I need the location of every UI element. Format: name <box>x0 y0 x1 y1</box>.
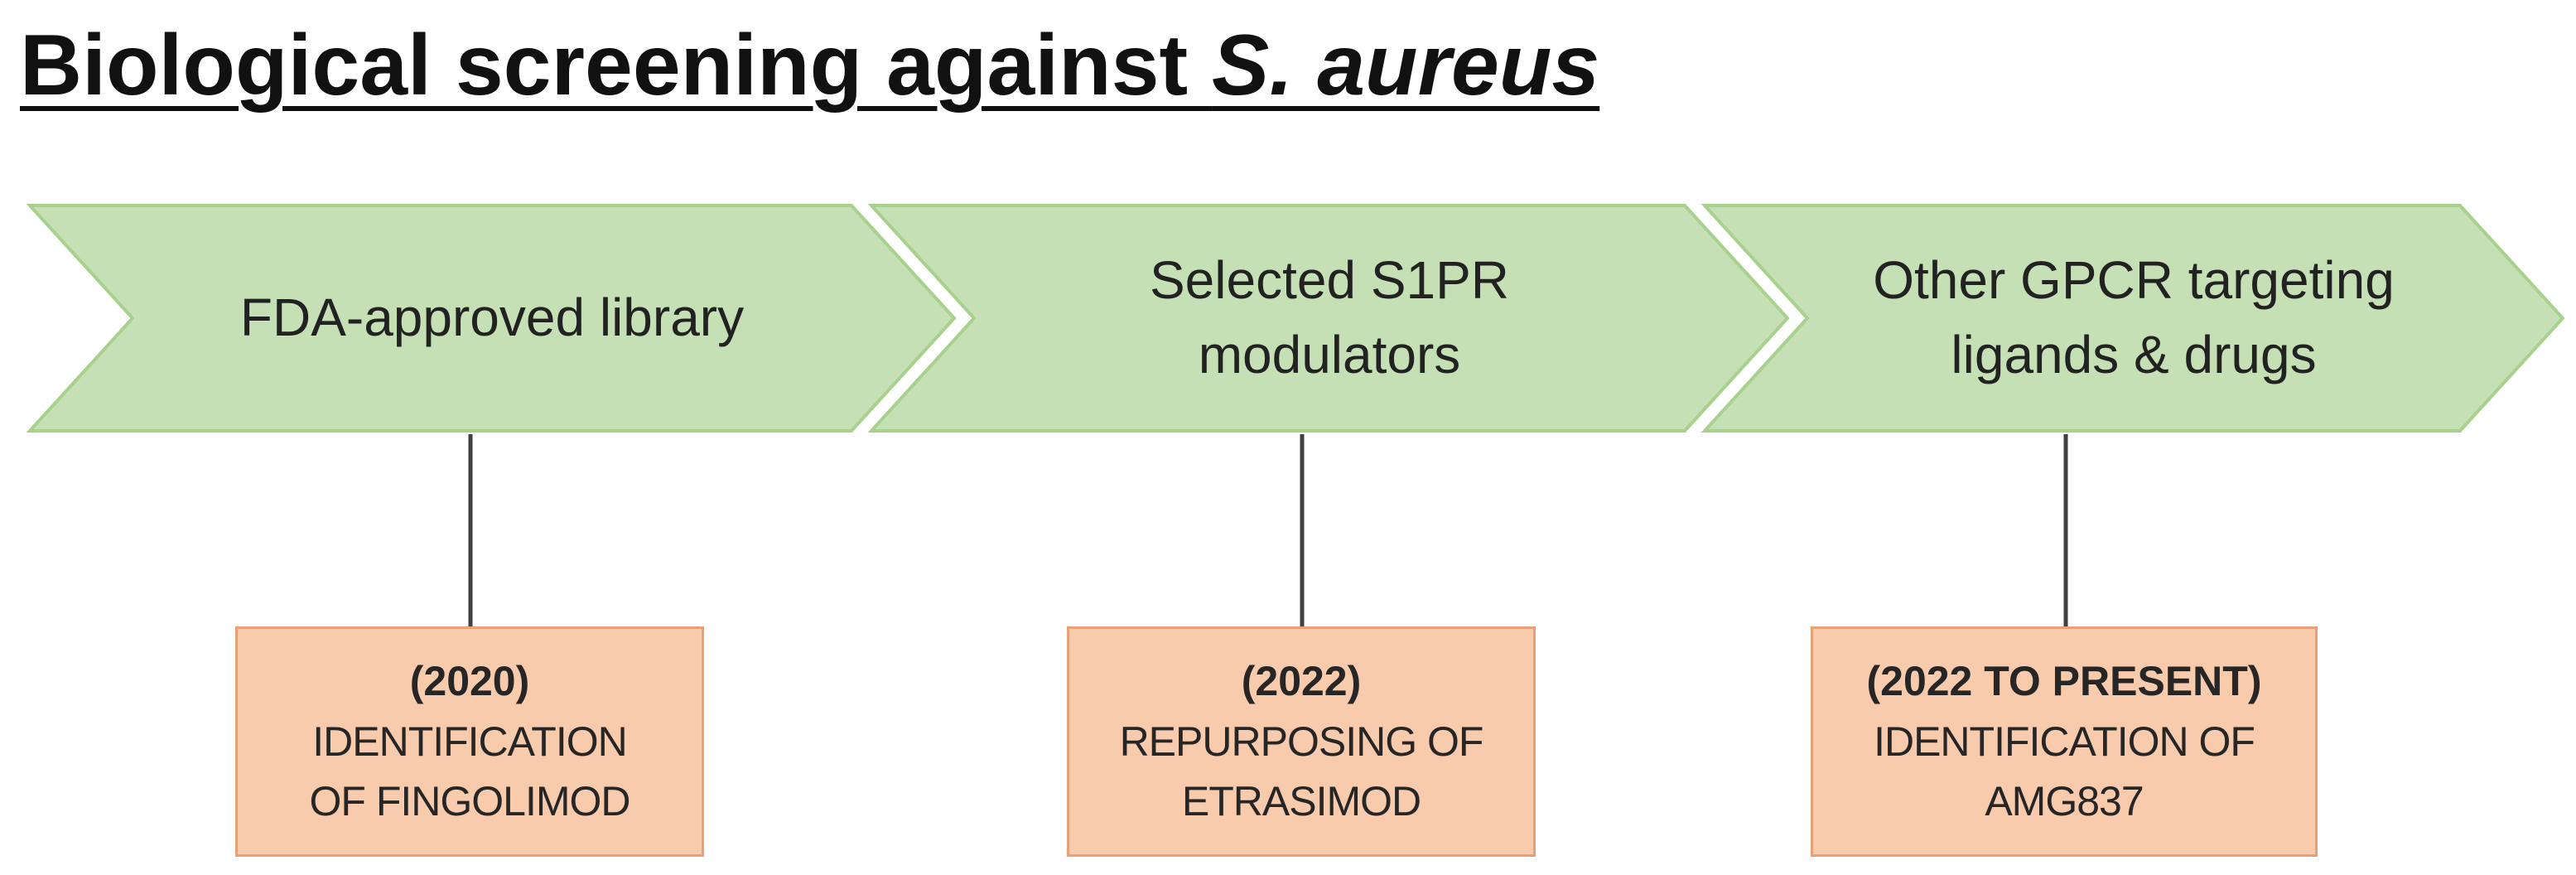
stage-label-1: FDA-approved library <box>133 205 851 431</box>
stage-label-2: Selected S1PR modulators <box>974 205 1685 431</box>
page-title: Biological screening against S. aureus <box>20 17 1599 116</box>
title-prefix: Biological screening against <box>20 17 1213 114</box>
milestone-description: IDENTIFICATION OF FINGOLIMOD <box>309 718 631 825</box>
milestone-description: REPURPOSING OF ETRASIMOD <box>1119 718 1484 825</box>
milestone-description: IDENTIFICATION OF AMG837 <box>1874 718 2255 825</box>
title-organism: S. aureus <box>1212 17 1600 114</box>
stage-label-3-line-2: ligands & drugs <box>1951 325 2317 384</box>
stage-chevron-1 <box>26 204 957 433</box>
milestone-year: (2022 TO PRESENT) <box>1866 658 2262 705</box>
stage-label-1-line-1: FDA-approved library <box>239 288 745 348</box>
milestone-year: (2020) <box>409 658 530 705</box>
milestone-box-2020: (2020) IDENTIFICATION OF FINGOLIMOD <box>235 626 704 857</box>
stage-chevron-2 <box>867 204 1790 433</box>
milestone-box-2022-present: (2022 TO PRESENT) IDENTIFICATION OF AMG8… <box>1811 626 2318 857</box>
stage-label-3-line-1: Other GPCR targeting <box>1873 250 2395 311</box>
stage-label-2-line-1: Selected S1PR <box>1149 250 1510 311</box>
stage-label-3: Other GPCR targeting ligands & drugs <box>1807 205 2460 431</box>
milestone-year: (2022) <box>1241 658 1362 705</box>
stage-label-2-line-2: modulators <box>1198 325 1461 384</box>
milestone-box-2022: (2022) REPURPOSING OF ETRASIMOD <box>1067 626 1536 857</box>
stage-chevron-3 <box>1700 204 2565 433</box>
